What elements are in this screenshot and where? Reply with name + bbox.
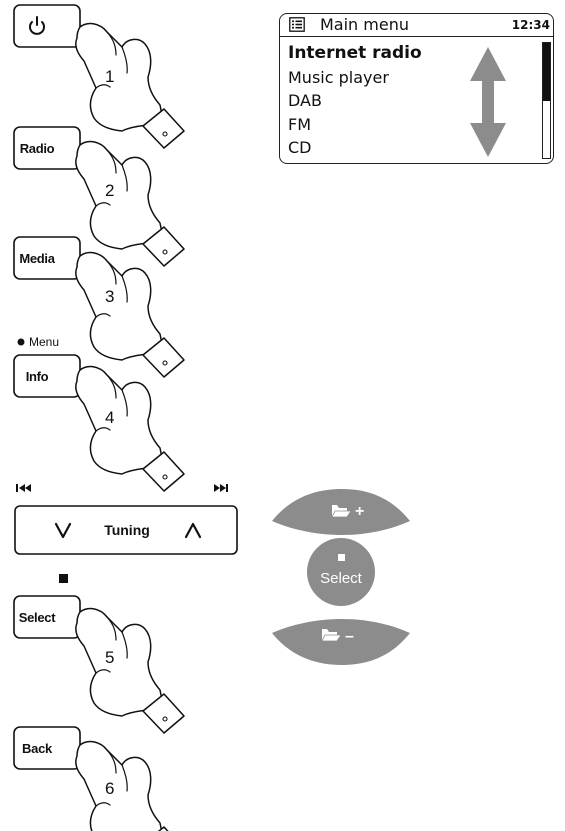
lcd-scrollbar[interactable]	[542, 42, 551, 159]
bullet-dot-icon	[17, 338, 25, 346]
tuning-control: Tuning	[14, 484, 238, 555]
step-number: 1	[105, 67, 114, 86]
lcd-clock: 12:34	[511, 18, 550, 32]
tuning-down-button[interactable]	[54, 522, 72, 539]
step-number: 6	[105, 779, 114, 798]
step-number: 5	[105, 648, 114, 667]
menu-caption: Menu	[29, 335, 59, 349]
knob-plus-symbol: +	[355, 503, 364, 520]
info-button-label: Info	[26, 369, 49, 384]
media-button-label: Media	[19, 251, 55, 266]
pressing-hand-icon	[75, 365, 185, 492]
lcd-menu-list: Internet radio Music player DAB FM CD	[288, 42, 422, 160]
step-2-radio: Radio 2	[13, 126, 185, 267]
stop-icon	[338, 554, 345, 561]
power-button[interactable]	[13, 4, 81, 48]
lcd-menu-item-music-player[interactable]: Music player	[288, 67, 389, 87]
skip-forward-icon	[214, 484, 228, 492]
power-icon	[29, 16, 45, 35]
tuning-bar[interactable]	[14, 505, 238, 555]
tuning-up-button[interactable]	[184, 522, 202, 539]
step-5-select: Select 5	[13, 574, 185, 734]
pressing-hand-icon	[75, 251, 185, 378]
step-1-power: 1	[13, 4, 185, 149]
step-4-info: Menu Info 4	[13, 335, 185, 492]
step-3-media: Media 3	[13, 236, 185, 378]
folder-minus-icon	[321, 629, 342, 642]
step-number: 4	[105, 408, 114, 427]
pressing-hand-icon	[75, 607, 185, 734]
skip-back-icon	[16, 484, 31, 492]
pressing-hand-icon	[75, 22, 185, 149]
pressing-hand-icon	[75, 740, 185, 831]
tuning-label: Tuning	[104, 522, 150, 538]
lcd-menu-item-cd[interactable]: CD	[288, 138, 312, 157]
up-down-arrow-icon	[470, 47, 506, 157]
lcd-title: Main menu	[320, 15, 409, 34]
step-number: 2	[105, 181, 114, 200]
radio-button-label: Radio	[20, 141, 55, 156]
pressing-hand-icon	[75, 140, 185, 267]
lcd-display: Main menu 12:34 Internet radio Music pla…	[279, 13, 554, 164]
knob-select-label: Select	[320, 570, 363, 587]
menu-list-icon	[289, 17, 305, 32]
knob-controls: + Select –	[272, 489, 410, 665]
knob-select-button[interactable]	[307, 538, 375, 606]
stop-icon	[59, 574, 68, 583]
lcd-menu-item-dab[interactable]: DAB	[288, 91, 322, 110]
step-6-back: Back 6	[13, 726, 185, 831]
step-number: 3	[105, 287, 114, 306]
knob-minus-symbol: –	[345, 628, 354, 645]
lcd-header: Main menu 12:34	[280, 14, 553, 37]
lcd-menu-item-internet-radio[interactable]: Internet radio	[288, 43, 422, 63]
knob-down-segment[interactable]	[272, 619, 410, 665]
select-button-label: Select	[19, 610, 56, 625]
lcd-scrollbar-thumb[interactable]	[543, 43, 550, 101]
folder-plus-icon	[331, 505, 352, 518]
back-button-label: Back	[22, 741, 53, 756]
lcd-menu-item-fm[interactable]: FM	[288, 114, 312, 134]
